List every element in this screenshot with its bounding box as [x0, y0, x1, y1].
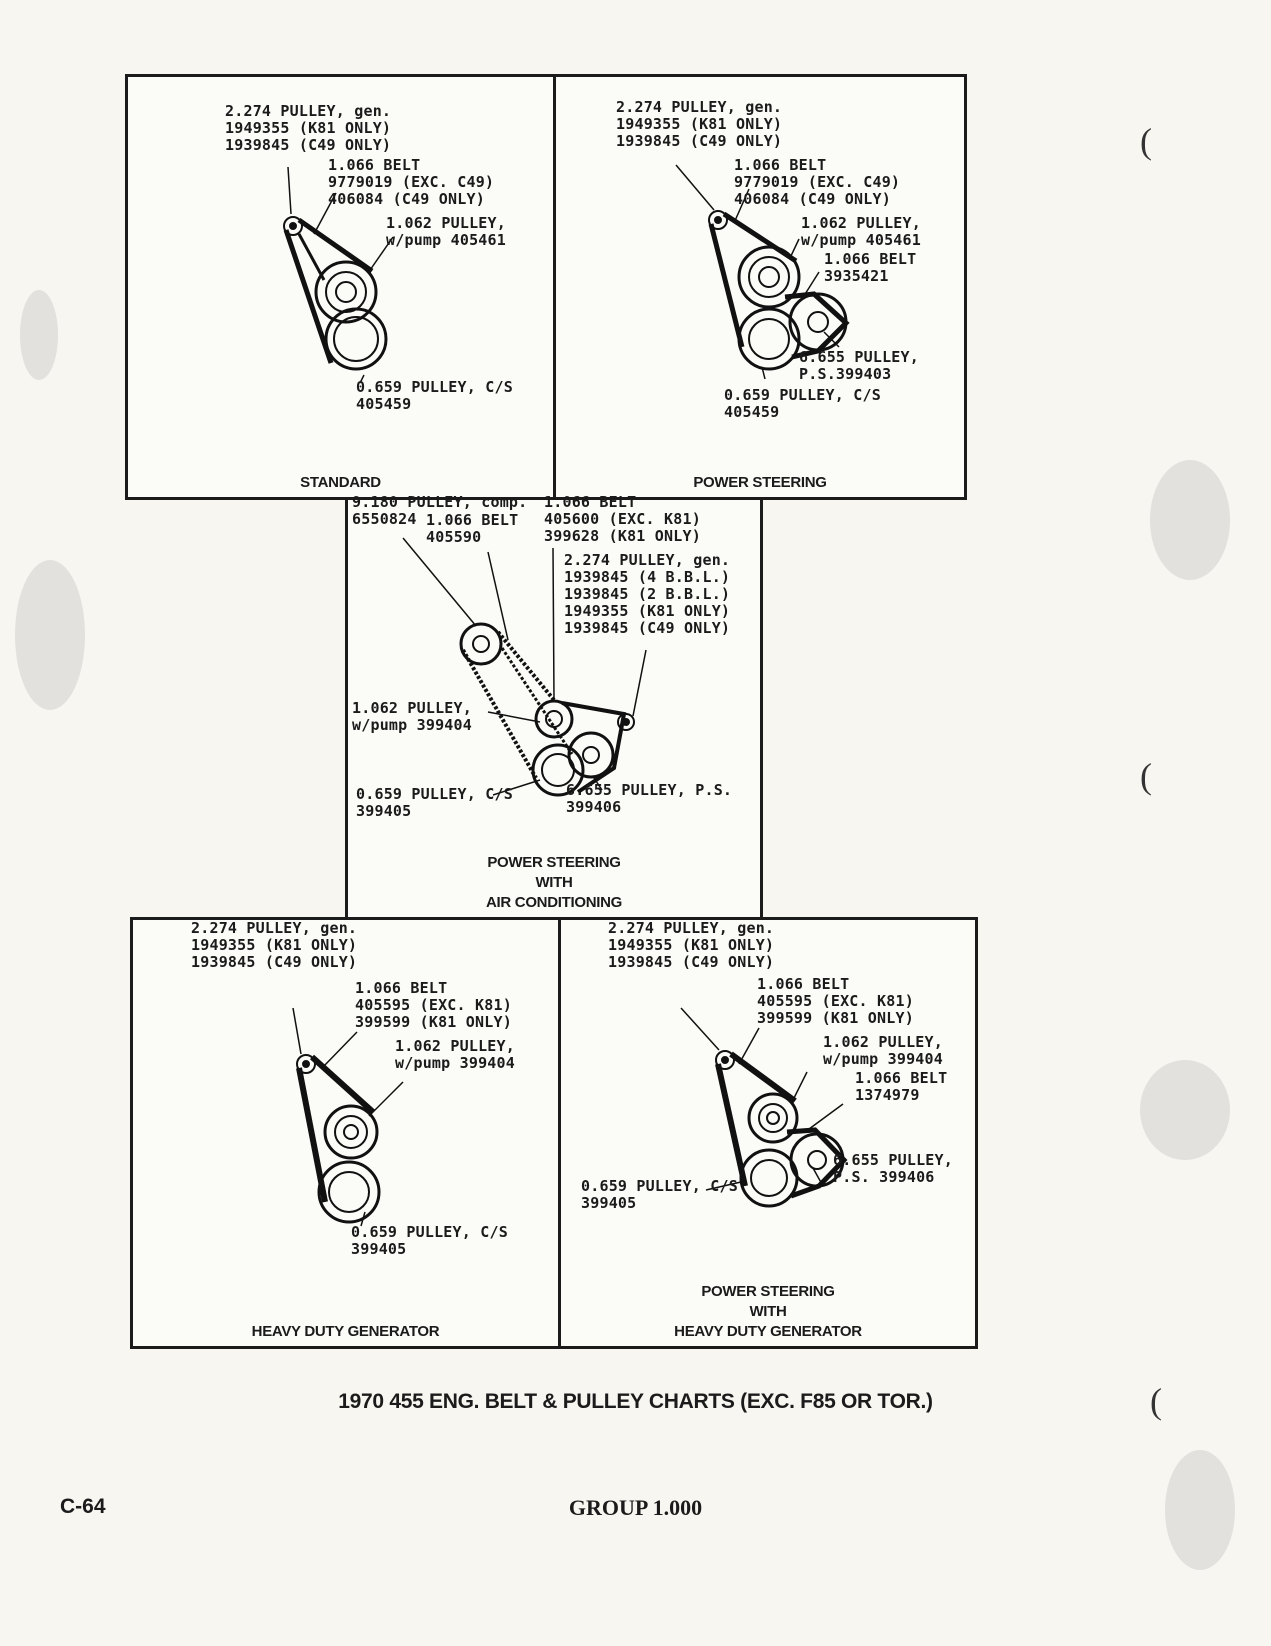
label-belt: 1.066 BELT 9779019 (EXC. C49) 406084 (C4…: [328, 156, 495, 208]
label-cs-pulley: 0.659 PULLEY, C/S 399405: [351, 1223, 508, 1258]
label-ps-pulley: 6.655 PULLEY, P.S. 399406: [833, 1151, 953, 1186]
label-pump-pulley: 1.062 PULLEY, w/pump 405461: [386, 214, 506, 249]
panel-title-line: WITH: [749, 1303, 787, 1320]
group-number: GROUP 1.000: [568, 1495, 703, 1520]
panel-title-line: HEAVY DUTY GENERATOR: [674, 1323, 862, 1340]
label-gen-pulley: 2.274 PULLEY, gen. 1949355 (K81 ONLY) 19…: [191, 919, 358, 971]
belt-diagram-ps-heavy-duty: [680, 1007, 848, 1208]
label-ps-belt: 1.066 BELT 3935421: [824, 250, 917, 285]
scan-noise: [1150, 460, 1230, 580]
panel-title: POWER STEERING WITH AIR CONDITIONING: [348, 853, 760, 913]
panel-title-line: POWER STEERING: [701, 1283, 835, 1300]
label-pump-pulley: 1.062 PULLEY, w/pump 399404: [395, 1037, 515, 1072]
panel-standard: 2.274 PULLEY, gen. 1949355 (K81 ONLY) 19…: [125, 74, 556, 500]
label-belt: 1.066 BELT 405595 (EXC. K81) 399599 (K81…: [355, 979, 512, 1031]
label-belt-b: 1.066 BELT 405600 (EXC. K81) 399628 (K81…: [544, 493, 701, 545]
label-belt-a: 1.066 BELT 405590: [426, 511, 519, 546]
belt-diagram-standard: [283, 166, 394, 384]
label-gen-pulley: 2.274 PULLEY, gen. 1949355 (K81 ONLY) 19…: [616, 98, 783, 150]
label-gen-pulley: 2.274 PULLEY, gen. 1949355 (K81 ONLY) 19…: [608, 919, 775, 971]
belt-diagram-ps-ac: [402, 537, 647, 797]
label-ps-pulley: 6.655 PULLEY, P.S. 399406: [566, 781, 733, 816]
belt-diagram-power-steering: [675, 164, 850, 380]
panel-title-line: WITH: [535, 874, 573, 891]
page-caption: 1970 455 ENG. BELT & PULLEY CHARTS (EXC.…: [338, 1390, 933, 1413]
hole-punch-mark: (: [1140, 121, 1152, 161]
label-cs-pulley: 0.659 PULLEY, C/S 405459: [356, 378, 513, 413]
hole-punch-mark: (: [1140, 756, 1152, 796]
label-ps-pulley: 6.655 PULLEY, P.S.399403: [799, 348, 919, 383]
panel-power-steering: 2.274 PULLEY, gen. 1949355 (K81 ONLY) 19…: [553, 74, 967, 500]
label-pump-pulley: 1.062 PULLEY, w/pump 399404: [352, 699, 472, 734]
scan-noise: [15, 560, 85, 710]
scan-noise: [1165, 1450, 1235, 1570]
label-belt: 1.066 BELT 9779019 (EXC. C49) 406084 (C4…: [734, 156, 901, 208]
panel-title-line: POWER STEERING: [487, 854, 621, 871]
scan-noise: [20, 290, 58, 380]
label-pump-pulley: 1.062 PULLEY, w/pump 399404: [823, 1033, 943, 1068]
page-number: C-64: [60, 1495, 106, 1518]
label-ps-belt: 1.066 BELT 1374979: [855, 1069, 948, 1104]
label-comp-pulley: 9.180 PULLEY, comp. 6550824: [352, 493, 528, 528]
label-cs-pulley: 0.659 PULLEY, C/S 399405: [581, 1177, 738, 1212]
panel-ps-ac: 9.180 PULLEY, comp. 6550824 1.066 BELT 4…: [345, 493, 763, 920]
panel-title: HEAVY DUTY GENERATOR: [251, 1323, 440, 1340]
panel-title-line: AIR CONDITIONING: [485, 894, 623, 911]
panel-heavy-duty-generator: 2.274 PULLEY, gen. 1949355 (K81 ONLY) 19…: [130, 917, 561, 1349]
panel-title: POWER STEERING WITH HEAVY DUTY GENERATOR: [561, 1282, 975, 1342]
panel-title: STANDARD: [300, 474, 381, 491]
label-cs-pulley: 0.659 PULLEY, C/S 399405: [356, 785, 513, 820]
scan-noise: [1140, 1060, 1230, 1160]
belt-diagram-heavy-duty: [292, 1007, 404, 1227]
label-gen-pulley: 2.274 PULLEY, gen. 1939845 (4 B.B.L.) 19…: [564, 551, 731, 637]
label-gen-pulley: 2.274 PULLEY, gen. 1949355 (K81 ONLY) 19…: [225, 102, 392, 154]
panel-title: POWER STEERING: [693, 474, 827, 491]
panel-ps-heavy-duty-generator: 2.274 PULLEY, gen. 1949355 (K81 ONLY) 19…: [558, 917, 978, 1349]
label-belt: 1.066 BELT 405595 (EXC. K81) 399599 (K81…: [757, 975, 914, 1027]
label-pump-pulley: 1.062 PULLEY, w/pump 405461: [801, 214, 921, 249]
hole-punch-mark: (: [1150, 1381, 1162, 1421]
label-cs-pulley: 0.659 PULLEY, C/S 405459: [724, 386, 881, 421]
